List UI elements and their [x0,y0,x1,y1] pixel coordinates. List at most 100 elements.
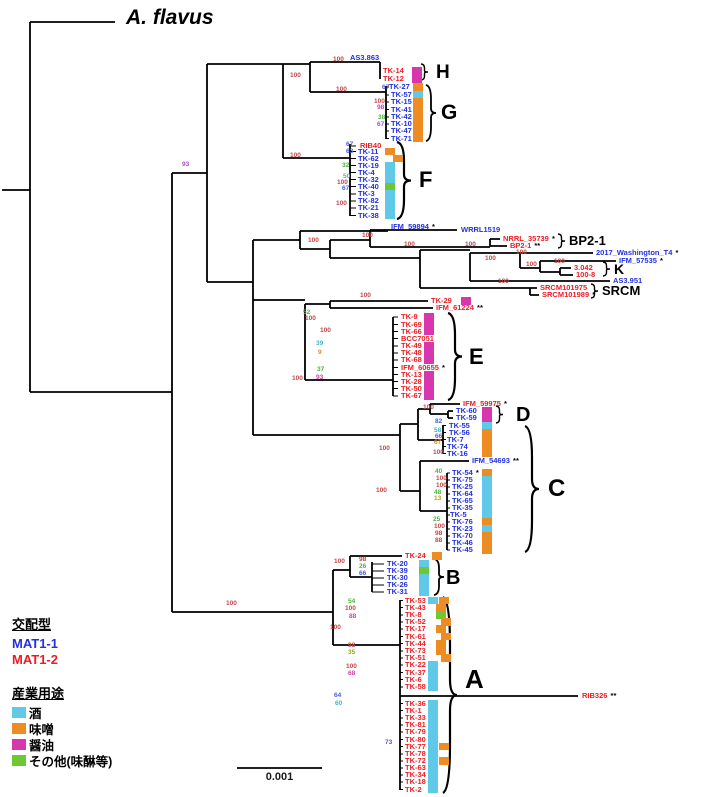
support-value: 60 [335,699,343,707]
tip-label: TK-78 [405,749,426,758]
tip-label: TK-47 [391,126,412,135]
usage-square-green [436,611,446,619]
support-value: 98 [359,555,367,563]
tip-label: TK-46 [452,538,473,547]
tip-label: TK-9 [401,312,418,321]
clade-letter-D: D [516,403,531,426]
tip-label: TK-70 [452,531,473,540]
usage-square-orange [439,742,449,751]
usage-square-cyan [413,91,423,99]
support-value: 100 [376,486,387,494]
usage-square-orange [482,539,492,547]
tip-label: TK-34 [405,770,426,779]
usage-square-magenta [424,313,434,321]
support-value: 100 [334,557,345,565]
tip-label: TK-25 [452,482,473,491]
support-value: 38 [378,113,386,121]
clade-brace-BP2-1 [557,233,566,249]
tip-label: 100-8 [576,270,596,279]
tip-label: TK-51 [405,653,426,662]
tip-label: BP2-1 ** [510,241,541,250]
usage-square-orange [482,532,492,540]
usage-square-cyan [428,771,438,779]
support-value: 68 [348,669,356,677]
support-value: 100 [465,240,476,248]
usage-square-cyan [419,560,429,568]
support-value: 98 [348,641,356,649]
tip-label: TK-64 [452,489,473,498]
tip-label: TK-72 [405,756,426,765]
usage-heading: 産業用途 [12,686,65,701]
tip-label: TK-56 [449,427,470,437]
usage-square-orange [482,518,492,526]
usage-square-orange [385,147,395,156]
tip-label: IFM_59894 * [391,222,435,231]
legend-usage-item: その他(味醂等) [12,754,162,769]
tip-label: SRCM101975 [540,283,588,292]
usage-square-cyan [428,683,438,691]
clade-letter-B: B [446,566,461,589]
clade-letter-E: E [469,343,484,369]
usage-square-orange [441,632,451,641]
tip-label: IFM_61224 ** [436,303,483,312]
legend-usage-item: 醤油 [12,738,162,753]
legend-usage-label: その他(味醂等) [29,755,113,769]
legend-usage-item: 酒 [12,706,162,721]
legend-usage-item: 味噌 [12,722,162,737]
tip-label: TK-65 [452,496,473,505]
usage-square-magenta [424,320,434,329]
usage-square-cyan [482,476,492,484]
tip-label: TK-67 [401,391,422,400]
usage-square-cyan [482,490,492,498]
support-value: 100 [345,604,356,612]
support-value: 67 [346,140,354,148]
support-value: 100 [436,474,447,482]
legend-swatch-green [12,755,26,766]
tip-label: TK-44 [405,638,426,648]
clade-letter-G: G [441,101,458,125]
usage-square-cyan [385,204,395,212]
tip-label: TK-10 [391,119,412,128]
clade-letter-K: K [614,260,625,277]
tip-label: TK-19 [358,160,379,170]
support-value: 67 [382,83,390,91]
tip-label: TK-37 [405,667,426,677]
support-value: 58 [434,426,442,434]
tip-asterisk: * [501,399,507,408]
clade-brace-A [442,596,458,794]
scale-bar-label: 0.001 [265,771,294,783]
support-value: 100 [436,481,447,489]
tip-label: TK-57 [391,90,412,99]
support-value: 100 [374,97,385,105]
legend-usage-label: 醤油 [29,739,55,753]
tip-label: TK-73 [405,646,426,655]
support-value: 25 [433,515,441,523]
legend-swatch-orange [12,723,26,734]
usage-square-cyan [385,190,395,198]
usage-square-magenta [412,75,422,83]
tip-label: RIB326 ** [582,691,617,700]
usage-square-magenta [482,407,492,415]
usage-square-cyan [428,699,438,708]
support-value: 93 [316,373,324,381]
tip-label: RIB40 [360,141,382,150]
usage-square-orange [413,105,423,114]
clade-letter-F: F [419,166,433,192]
usage-square-cyan [385,168,395,177]
legend-usage-label: 酒 [29,707,42,721]
usage-square-cyan [428,742,438,751]
usage-square-orange [436,647,446,655]
support-value: 100 [516,248,527,256]
tip-label: TK-3 [358,189,375,198]
support-value: 100 [290,151,301,159]
clade-brace-SRCM [590,283,599,299]
support-value: 100 [423,403,434,411]
support-value: 67 [434,438,442,446]
tip-label: AS3.863 [350,53,380,62]
tip-label: TK-55 [449,420,470,430]
tip-label: TK-22 [405,660,426,669]
support-value: 50 [343,172,351,180]
tip-label: TK-62 [358,153,379,163]
legend-swatch-magenta [12,739,26,750]
